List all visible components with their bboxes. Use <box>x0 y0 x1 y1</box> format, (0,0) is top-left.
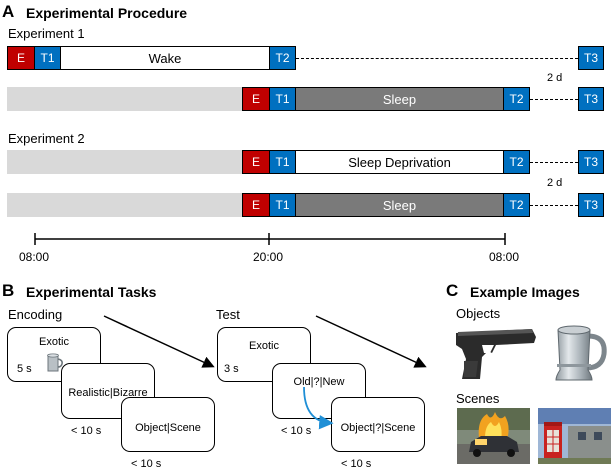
experiment-1-label: Experiment 1 <box>8 26 85 41</box>
timeline-tick-label: 20:00 <box>253 250 284 264</box>
test-flow-arrow <box>315 315 427 368</box>
t3-block: T3 <box>578 87 604 111</box>
experiment-2-label: Experiment 2 <box>8 131 85 146</box>
encoding-block: E <box>8 47 34 69</box>
red-phone-box-image <box>538 408 611 464</box>
cue-word: Exotic <box>249 340 279 352</box>
encoding-flow-arrow <box>103 315 215 368</box>
timeline-tick-label: 08:00 <box>489 250 520 264</box>
scenes-label: Scenes <box>456 391 500 406</box>
encoding-block: E <box>243 194 269 216</box>
mug-thumbnail-icon <box>47 353 63 372</box>
timeline-axis <box>34 233 506 245</box>
procedure-bar: E T1 Wake T2 <box>7 46 296 70</box>
duration-label: 3 s <box>224 363 239 375</box>
pistol-image <box>456 329 536 379</box>
procedure-bar: E T1 Sleep Deprivation T2 <box>242 150 530 174</box>
retention-dashed-line <box>530 99 578 100</box>
test-task-label: Test <box>216 307 240 322</box>
t2-block: T2 <box>503 88 529 110</box>
encoding-task-label: Encoding <box>8 307 63 322</box>
t2-block: T2 <box>269 47 295 69</box>
duration-label: < 10 s <box>131 458 162 470</box>
panel-b-title: Experimental Tasks <box>26 284 157 300</box>
cue-word: Exotic <box>39 336 69 348</box>
response-options: Object|?|Scene <box>340 422 416 434</box>
t1-block: T1 <box>269 151 295 173</box>
t2-block: T2 <box>503 194 529 216</box>
objects-label: Objects <box>456 306 501 321</box>
t2-block: T2 <box>503 151 529 173</box>
test-card-source: Object|?|Scene <box>331 397 425 452</box>
timeline-tick-label: 08:00 <box>19 250 50 264</box>
pewter-mug-image <box>555 325 607 381</box>
interval-label: 2 d <box>547 72 563 84</box>
response-options: Object|Scene <box>135 422 201 434</box>
placeholder-bar <box>7 87 243 111</box>
interval-label: 2 d <box>547 177 563 189</box>
t1-block: T1 <box>269 194 295 216</box>
retention-dashed-line <box>530 162 578 163</box>
panel-a-letter: A <box>2 2 15 21</box>
t1-block: T1 <box>34 47 60 69</box>
condition-block: Sleep <box>295 194 503 216</box>
panel-c-title: Example Images <box>470 284 580 300</box>
t3-block: T3 <box>578 150 604 174</box>
panel-c-letter: C <box>446 281 459 300</box>
encoding-block: E <box>243 151 269 173</box>
duration-label: < 10 s <box>71 425 102 437</box>
duration-label: 5 s <box>17 363 32 375</box>
panel-a-title: Experimental Procedure <box>26 5 188 21</box>
retention-dashed-line <box>296 58 578 59</box>
duration-label: < 10 s <box>341 458 372 470</box>
encoding-block: E <box>243 88 269 110</box>
t3-block: T3 <box>578 193 604 217</box>
response-options: Old|?|New <box>293 376 345 388</box>
procedure-bar: E T1 Sleep T2 <box>242 193 530 217</box>
duration-label: < 10 s <box>281 425 312 437</box>
placeholder-bar <box>7 193 243 217</box>
response-options: Realistic|Bizarre <box>68 387 148 399</box>
condition-block: Wake <box>60 47 269 69</box>
condition-block: Sleep <box>295 88 503 110</box>
placeholder-bar <box>7 150 243 174</box>
condition-block: Sleep Deprivation <box>295 151 503 173</box>
conditional-blue-arrow <box>303 386 334 430</box>
panel-b-letter: B <box>2 281 15 300</box>
t1-block: T1 <box>269 88 295 110</box>
t3-block: T3 <box>578 46 604 70</box>
retention-dashed-line <box>530 205 578 206</box>
procedure-bar: E T1 Sleep T2 <box>242 87 530 111</box>
encoding-card-category: Object|Scene <box>121 397 215 452</box>
burning-car-image <box>457 408 530 464</box>
